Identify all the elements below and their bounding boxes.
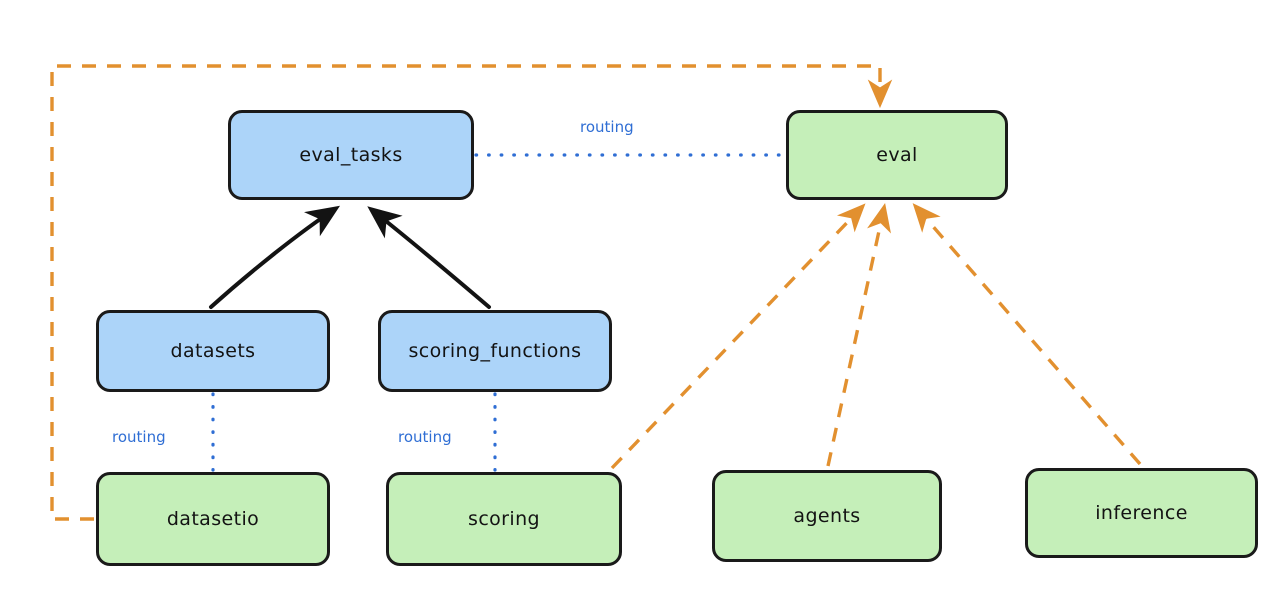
node-datasetio[interactable]: datasetio bbox=[96, 472, 330, 566]
node-label-scoring: scoring bbox=[468, 508, 540, 530]
node-label-eval: eval bbox=[876, 144, 918, 166]
dependency-edge-datasets-eval-tasks bbox=[209, 205, 341, 309]
node-agents[interactable]: agents bbox=[712, 470, 942, 562]
node-inference[interactable]: inference bbox=[1025, 468, 1258, 558]
edge-label-routing-datasets-datasetio: routing bbox=[112, 428, 166, 446]
node-label-datasets: datasets bbox=[170, 340, 256, 362]
node-label-agents: agents bbox=[793, 505, 861, 527]
node-label-datasetio: datasetio bbox=[166, 508, 260, 530]
node-datasets[interactable]: datasets bbox=[96, 310, 330, 392]
dependency-edge-agents-eval bbox=[826, 203, 891, 467]
node-label-eval-tasks: eval_tasks bbox=[299, 144, 403, 166]
node-scoring-functions[interactable]: scoring_functions bbox=[378, 310, 612, 392]
edge-label-routing-eval-tasks-eval: routing bbox=[580, 118, 634, 136]
node-label-inference: inference bbox=[1095, 502, 1188, 524]
node-scoring[interactable]: scoring bbox=[386, 472, 622, 566]
dependency-edge-scoring-eval bbox=[610, 203, 866, 470]
dependency-edge-datasetio-eval bbox=[50, 64, 893, 521]
dependency-edge-scoring-functions-eval-tasks bbox=[367, 206, 491, 309]
node-eval[interactable]: eval bbox=[786, 110, 1008, 200]
node-label-scoring-functions: scoring_functions bbox=[408, 340, 582, 362]
dependency-edge-inference-eval bbox=[912, 203, 1142, 466]
node-eval-tasks[interactable]: eval_tasks bbox=[228, 110, 474, 200]
edge-label-routing-scoring-functions-scoring: routing bbox=[398, 428, 452, 446]
